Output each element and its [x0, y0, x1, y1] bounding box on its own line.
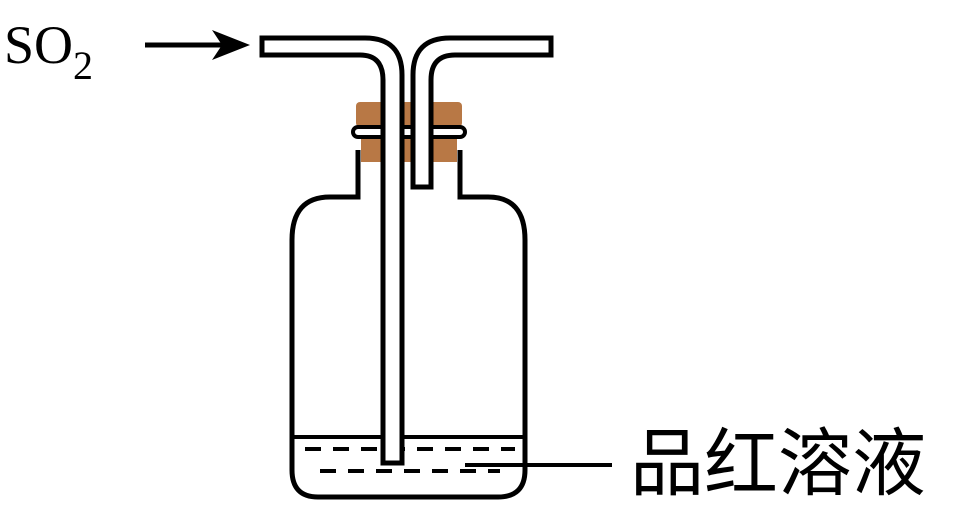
outlet-tube — [410, 35, 554, 190]
gas-label: SO2 — [4, 15, 93, 88]
stopper — [351, 102, 467, 162]
solution-label: 品红溶液 — [630, 424, 926, 506]
inlet-tube — [259, 35, 405, 466]
arrow-icon — [145, 30, 250, 60]
liquid — [292, 435, 525, 473]
bottle — [289, 150, 528, 500]
